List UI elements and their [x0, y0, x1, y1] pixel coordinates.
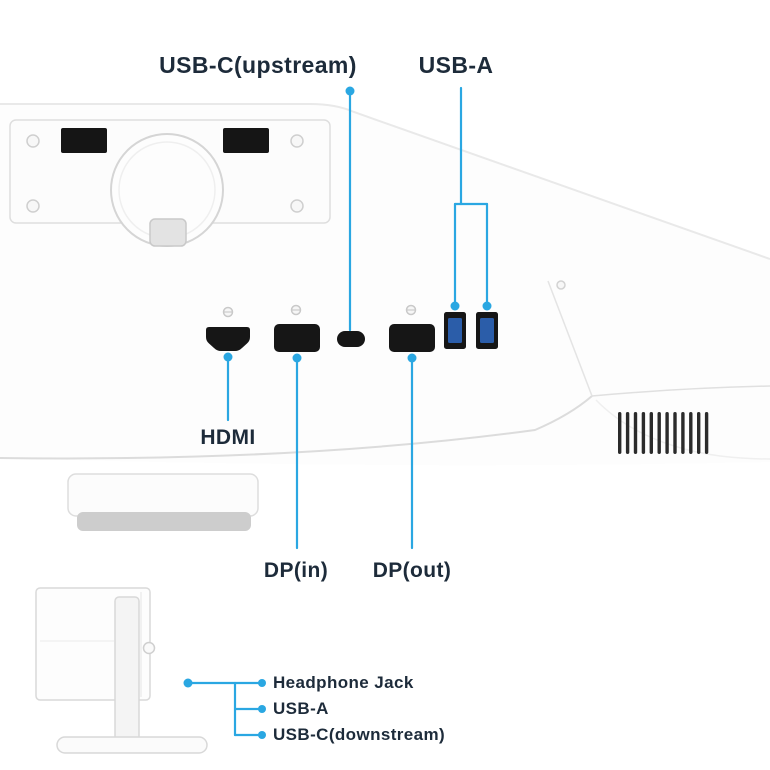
hdmi-label: HDMI [200, 426, 256, 449]
stand-release-latch [149, 218, 187, 247]
usb-c-port [337, 331, 365, 347]
stand-arm-band [77, 512, 251, 531]
port-row [206, 304, 498, 352]
speaker-grille [618, 412, 709, 454]
callout-dot-usb-c-downstream [258, 731, 266, 739]
dp-out-label: DP(out) [372, 559, 452, 582]
dp-in-label: DP(in) [263, 559, 329, 582]
callout-dot-usb-a-right [482, 301, 492, 311]
callout-dot-usb-c-upstream [345, 86, 355, 96]
usb-c-upstream-label: USB-C(upstream) [159, 52, 357, 78]
monitor-side-view [35, 587, 208, 754]
stand-arm-top [67, 473, 259, 531]
usb-a-side-label: USB-A [273, 699, 329, 718]
usb-a-top-label: USB-A [418, 52, 494, 78]
dp-out-port [389, 324, 435, 352]
vesa-screw-hole [26, 134, 40, 148]
headphone-jack-label: Headphone Jack [273, 673, 414, 692]
side-view-stand-base [56, 736, 208, 754]
callout-lines [183, 86, 492, 739]
mount-slot-right [223, 128, 269, 153]
vesa-mount-area [9, 119, 331, 247]
monitor-bottom-edge [0, 395, 593, 460]
usb-a-port-1 [444, 312, 466, 349]
callout-dot-usb-a-left [450, 301, 460, 311]
io-recess-diagonal-edge [547, 280, 593, 397]
hdmi-port [206, 327, 250, 351]
dp-in-port [274, 324, 320, 352]
rear-screw-hole [556, 280, 566, 290]
side-view-stand-column [114, 596, 140, 741]
mount-slot-left [61, 128, 107, 153]
vesa-screw-hole [290, 134, 304, 148]
callout-dot-headphone [258, 679, 266, 687]
monitor-top-edge [0, 103, 770, 260]
stand-arm-cap [67, 473, 259, 517]
usb-c-downstream-label: USB-C(downstream) [273, 725, 446, 744]
side-view-release-button [142, 641, 156, 655]
bottom-strip-crease [591, 385, 770, 397]
vesa-screw-hole [290, 199, 304, 213]
callout-dot-usb-a-side [258, 705, 266, 713]
port-screws [222, 304, 417, 318]
vesa-screw-hole [26, 199, 40, 213]
usb-a-port-2 [476, 312, 498, 349]
